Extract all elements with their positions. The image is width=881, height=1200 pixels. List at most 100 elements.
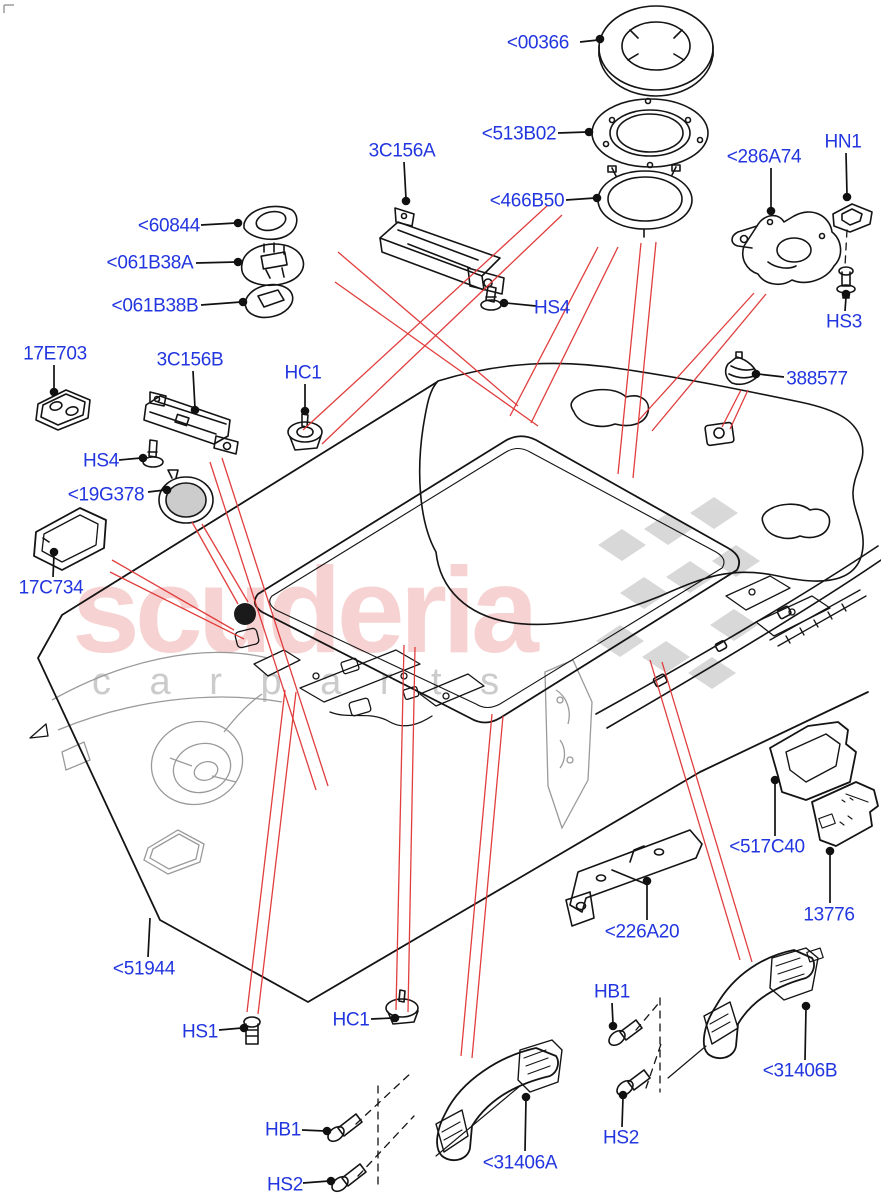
part-frame-17C734 xyxy=(33,507,107,571)
leader-dot-31406A xyxy=(521,1092,531,1102)
part-label-HS4-left[interactable]: HS4 xyxy=(82,450,120,472)
red-locator-line-18 xyxy=(246,689,286,1013)
leader-line-60844 xyxy=(200,222,237,226)
part-handle-31406B xyxy=(702,947,824,1060)
part-label-HN1[interactable]: HN1 xyxy=(824,131,862,153)
part-label-HB1-left[interactable]: HB1 xyxy=(264,1119,302,1141)
part-label-3C156B[interactable]: 3C156B xyxy=(156,349,224,371)
red-locator-line-24 xyxy=(649,659,741,961)
leader-dot-513B02 xyxy=(584,127,594,137)
part-label-60844[interactable]: <60844 xyxy=(137,215,201,237)
red-locator-line-1 xyxy=(321,214,563,445)
corner-mark xyxy=(3,4,14,13)
part-bracket-286A74 xyxy=(731,211,842,286)
part-clip-HN1 xyxy=(832,203,873,233)
part-label-HC1-bot[interactable]: HC1 xyxy=(332,1009,370,1031)
leader-line-HS3 xyxy=(844,296,847,312)
leader-dot-HB1-right xyxy=(608,1021,618,1031)
leader-line-HS4-top xyxy=(505,302,537,307)
part-label-466B50[interactable]: <466B50 xyxy=(489,190,565,212)
leader-line-HS2-left xyxy=(302,1180,330,1184)
leader-line-HC1-bot xyxy=(370,1017,394,1020)
part-label-HS2-right[interactable]: HS2 xyxy=(602,1127,640,1149)
part-label-HS4-top[interactable]: HS4 xyxy=(533,297,571,319)
part-label-51944[interactable]: <51944 xyxy=(112,958,176,980)
part-square-clip-seat xyxy=(704,421,735,447)
part-cover-60844 xyxy=(243,205,298,240)
part-label-19G378[interactable]: <19G378 xyxy=(67,484,145,506)
leader-dot-13776 xyxy=(825,846,835,856)
red-locator-line-14 xyxy=(111,559,235,631)
red-locator-line-7 xyxy=(651,293,767,432)
red-locator-line-0 xyxy=(302,204,549,431)
leader-line-HS4-left xyxy=(118,457,142,461)
red-locator-line-21 xyxy=(407,646,416,1013)
leader-line-HN1 xyxy=(845,152,848,196)
red-locator-line-5 xyxy=(632,241,657,479)
part-label-31406A[interactable]: <31406A xyxy=(482,1152,558,1174)
part-bolt-HB1-right xyxy=(608,1019,643,1047)
part-bolt-HS1 xyxy=(243,1016,261,1045)
part-bezel-517C40 xyxy=(769,721,857,801)
leader-dot-061B38A xyxy=(233,257,243,267)
leader-dot-466B50 xyxy=(592,193,602,203)
part-label-3C156A[interactable]: 3C156A xyxy=(368,140,436,162)
leader-line-3C156B xyxy=(192,370,196,409)
assembly-solid-ties xyxy=(435,1045,707,1157)
leader-line-HB1-right xyxy=(611,1002,614,1025)
red-locator-line-3 xyxy=(530,246,619,424)
red-locator-line-16 xyxy=(337,251,519,407)
leader-dot-60844 xyxy=(233,218,243,228)
red-locator-line-8 xyxy=(721,389,742,428)
red-locator-line-25 xyxy=(661,661,753,963)
steering-wheel-sketch xyxy=(150,720,244,806)
part-label-17E703[interactable]: 17E703 xyxy=(23,343,87,365)
part-ring-466B50 xyxy=(597,164,693,238)
part-module-13776 xyxy=(811,781,879,847)
part-label-286A74[interactable]: <286A74 xyxy=(726,146,802,168)
leader-dot-HS4-top xyxy=(499,298,509,308)
part-label-HS1[interactable]: HS1 xyxy=(181,1021,219,1043)
part-bolt-HS2-left xyxy=(331,1163,367,1193)
part-bracket-226A20 xyxy=(565,829,703,927)
part-label-388577[interactable]: 388577 xyxy=(786,368,848,390)
watermark: scuderia c a r p a r t s xyxy=(72,497,760,703)
red-locator-line-20 xyxy=(395,644,405,1011)
part-label-HS2-left[interactable]: HS2 xyxy=(266,1174,304,1196)
leader-dot-00366 xyxy=(595,34,605,44)
red-locator-line-12 xyxy=(191,521,239,605)
red-locator-line-9 xyxy=(729,389,749,430)
part-label-517C40[interactable]: <517C40 xyxy=(729,836,805,858)
checkered-flag-logo xyxy=(596,497,760,689)
part-label-13776[interactable]: 13776 xyxy=(803,904,855,926)
part-plate-17E703 xyxy=(35,389,91,431)
leader-line-31406B xyxy=(804,1007,807,1061)
leader-line-HS2-right xyxy=(621,1096,624,1128)
leader-line-3C156A xyxy=(403,161,407,200)
leader-dot-HC1-top xyxy=(300,406,310,416)
part-roof-blanket xyxy=(418,362,864,626)
red-locator-line-4 xyxy=(617,242,642,475)
part-label-061B38B[interactable]: <061B38B xyxy=(111,295,199,317)
leader-line-513B02 xyxy=(557,131,588,134)
part-label-HB1-right[interactable]: HB1 xyxy=(593,981,631,1003)
line-art xyxy=(29,5,881,1193)
leader-line-19G378 xyxy=(147,489,166,493)
leader-dot-HS3 xyxy=(841,289,851,299)
part-label-513B02[interactable]: <513B02 xyxy=(481,123,557,145)
part-label-HS3[interactable]: HS3 xyxy=(825,311,863,333)
part-label-HC1-top[interactable]: HC1 xyxy=(284,362,322,384)
part-label-00366[interactable]: <00366 xyxy=(506,32,570,54)
part-bolt-HB1-left xyxy=(327,1113,363,1143)
part-label-061B38A[interactable]: <061B38A xyxy=(106,252,194,274)
red-locator-line-22 xyxy=(460,713,493,1057)
part-label-226A20[interactable]: <226A20 xyxy=(604,921,680,943)
leader-dot-286A74 xyxy=(766,206,776,216)
leader-dot-HC1-bot xyxy=(390,1013,400,1023)
part-label-31406B[interactable]: <31406B xyxy=(762,1060,838,1082)
assembly-dashed-lines xyxy=(355,229,848,1189)
part-label-17C734[interactable]: 17C734 xyxy=(18,577,84,599)
leader-dot-HS2-left xyxy=(326,1176,336,1186)
